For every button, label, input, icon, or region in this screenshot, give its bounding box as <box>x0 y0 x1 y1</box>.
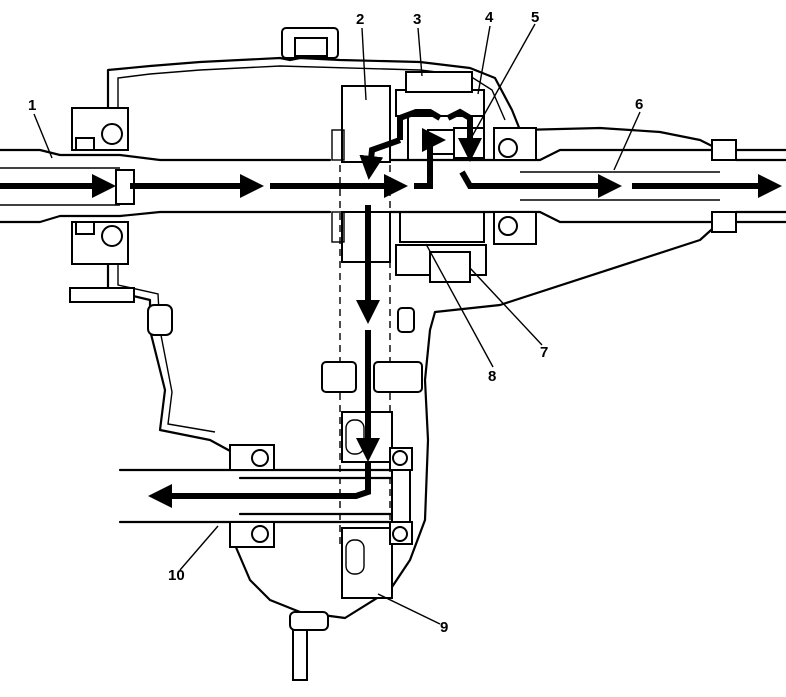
input-bearing-bottom <box>71 221 129 265</box>
callout-10: 10 <box>168 567 185 584</box>
callout-1: 1 <box>28 97 37 114</box>
callout-5: 5 <box>531 9 540 26</box>
driven-sprocket-rim <box>345 419 365 455</box>
rear-bearing-bottom <box>493 211 537 245</box>
callout-9: 9 <box>440 619 449 636</box>
rear-seal-top <box>711 139 737 161</box>
range-shift-hub-inner <box>429 251 471 283</box>
housing-inner-top <box>117 65 506 150</box>
callout-3: 3 <box>413 11 422 28</box>
drain-plug <box>289 611 329 631</box>
annulus-gear-top <box>405 71 473 93</box>
callout-leaders <box>33 23 641 625</box>
housing-boss-mid <box>397 307 415 333</box>
callout-8: 8 <box>488 368 497 385</box>
leader-3 <box>417 27 423 77</box>
input-shaft-bore <box>0 167 120 206</box>
rear-bearing-top <box>493 127 537 161</box>
callout-6: 6 <box>635 96 644 113</box>
mainshaft-center <box>520 171 720 201</box>
front-bearing-left-top <box>229 444 275 471</box>
leader-8 <box>425 243 494 368</box>
mounting-tab <box>69 287 135 303</box>
rear-output-yoke <box>734 148 786 224</box>
leader-6 <box>613 111 641 171</box>
callout-4: 4 <box>485 9 494 26</box>
front-bearing-right-top <box>389 447 413 471</box>
chain-case-boss <box>321 361 357 393</box>
drive-sprocket-hub <box>331 129 345 161</box>
callout-2: 2 <box>356 11 365 28</box>
input-bearing-top <box>71 107 129 151</box>
planet-carrier-lower <box>399 211 485 243</box>
housing-outline-lower <box>233 220 722 620</box>
driven-sprocket-rim-lower <box>345 539 365 575</box>
front-bearing-left-bottom <box>229 521 275 548</box>
input-shaft <box>0 148 332 224</box>
leader-1 <box>33 113 53 159</box>
front-output-shaft-end <box>391 469 411 523</box>
leader-2 <box>361 27 367 101</box>
drain-plug-stem <box>292 629 308 681</box>
housing-boss-left <box>147 304 173 336</box>
housing-outline <box>106 56 722 152</box>
leader-7 <box>469 267 543 346</box>
leader-5 <box>469 23 536 141</box>
rear-seal-bottom <box>711 211 737 233</box>
callout-7: 7 <box>540 344 549 361</box>
leader-4 <box>477 25 491 95</box>
chain-case-boss-right <box>373 361 423 393</box>
power-flow-path <box>0 108 782 508</box>
driven-sprocket-lower <box>341 527 393 599</box>
fill-plug-cap <box>294 37 328 57</box>
leader-10 <box>179 525 219 571</box>
front-bearing-right-bottom <box>389 521 413 545</box>
drive-sprocket-hub-lower <box>331 211 345 243</box>
leader-9 <box>377 593 441 625</box>
